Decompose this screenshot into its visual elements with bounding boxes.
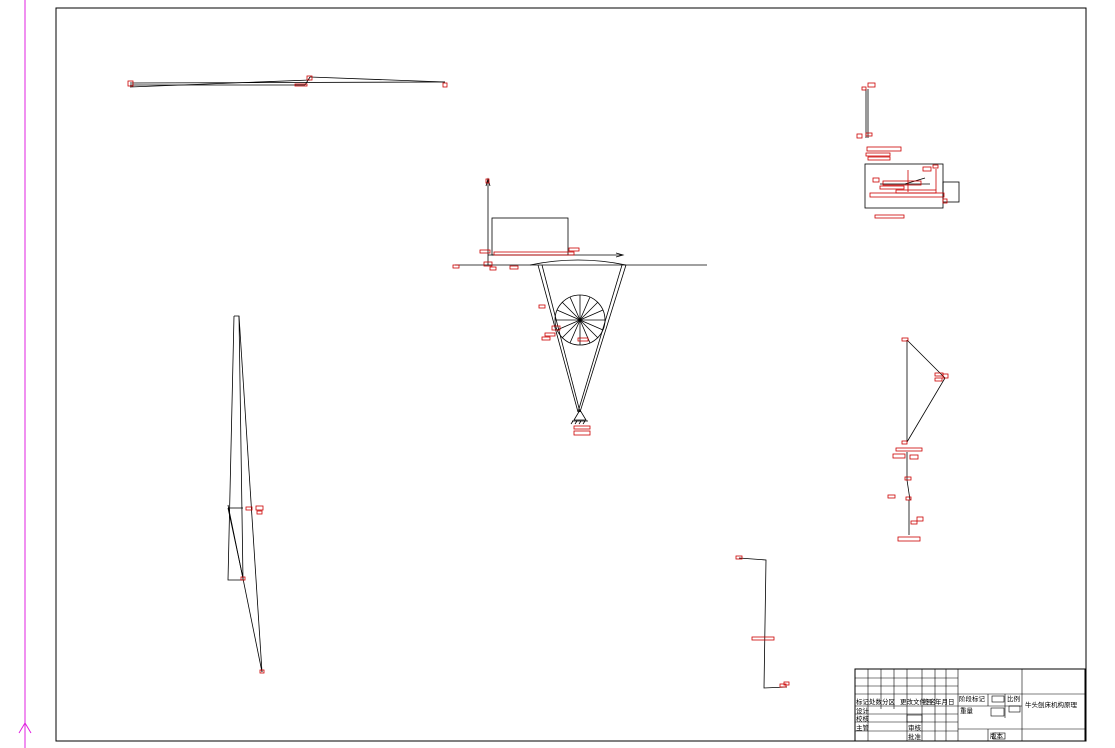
tb-header-date: 年月日 [935, 697, 955, 706]
annotation-marks-bottom [735, 555, 790, 688]
linkage-view-bottom [738, 557, 788, 689]
annotation-marks-left [240, 505, 265, 674]
linkage-view-right [906, 339, 946, 535]
tb-scale-label: 比例 [1007, 694, 1020, 703]
tb-row-design: 设计 [856, 706, 870, 715]
drawing-title: 牛头刨床机构原理 [1025, 700, 1078, 709]
linkage-view-top-left [129, 76, 446, 88]
tb-header-count: 处数 [869, 697, 883, 706]
tb-row-supervise: 主管 [856, 723, 870, 732]
tb-stage-label: 阶段标记 [959, 694, 986, 703]
linkage-view-left [227, 315, 263, 673]
tb-review-audit: 审核 [908, 723, 922, 732]
detail-view-top-right [864, 89, 960, 209]
tb-header-signature: 签名 [923, 697, 936, 706]
mechanism-main-view [455, 177, 707, 425]
tb-weight-label: 重量 [960, 707, 974, 715]
tb-row-check: 校核 [856, 714, 870, 723]
tb-header-zone: 分区 [882, 697, 896, 706]
tb-header-change-no: 更改文件号 [900, 697, 933, 706]
drawing-frame [55, 7, 1087, 742]
annotation-marks-main [452, 178, 591, 436]
ucs-axis-icon [18, 0, 32, 748]
annotation-marks-top-left [127, 75, 448, 88]
tb-version-label: 版本 [990, 731, 1004, 740]
tb-header-mark: 标记 [856, 697, 870, 706]
annotation-marks-right [887, 337, 949, 542]
title-block: 标记 处数 分区 更改文件号 签名 年月日 设计 校核 主管 审核 批准 阶段标… [854, 668, 1086, 742]
tb-review-approve: 批准 [908, 732, 922, 741]
annotation-marks-top-right [856, 82, 948, 219]
